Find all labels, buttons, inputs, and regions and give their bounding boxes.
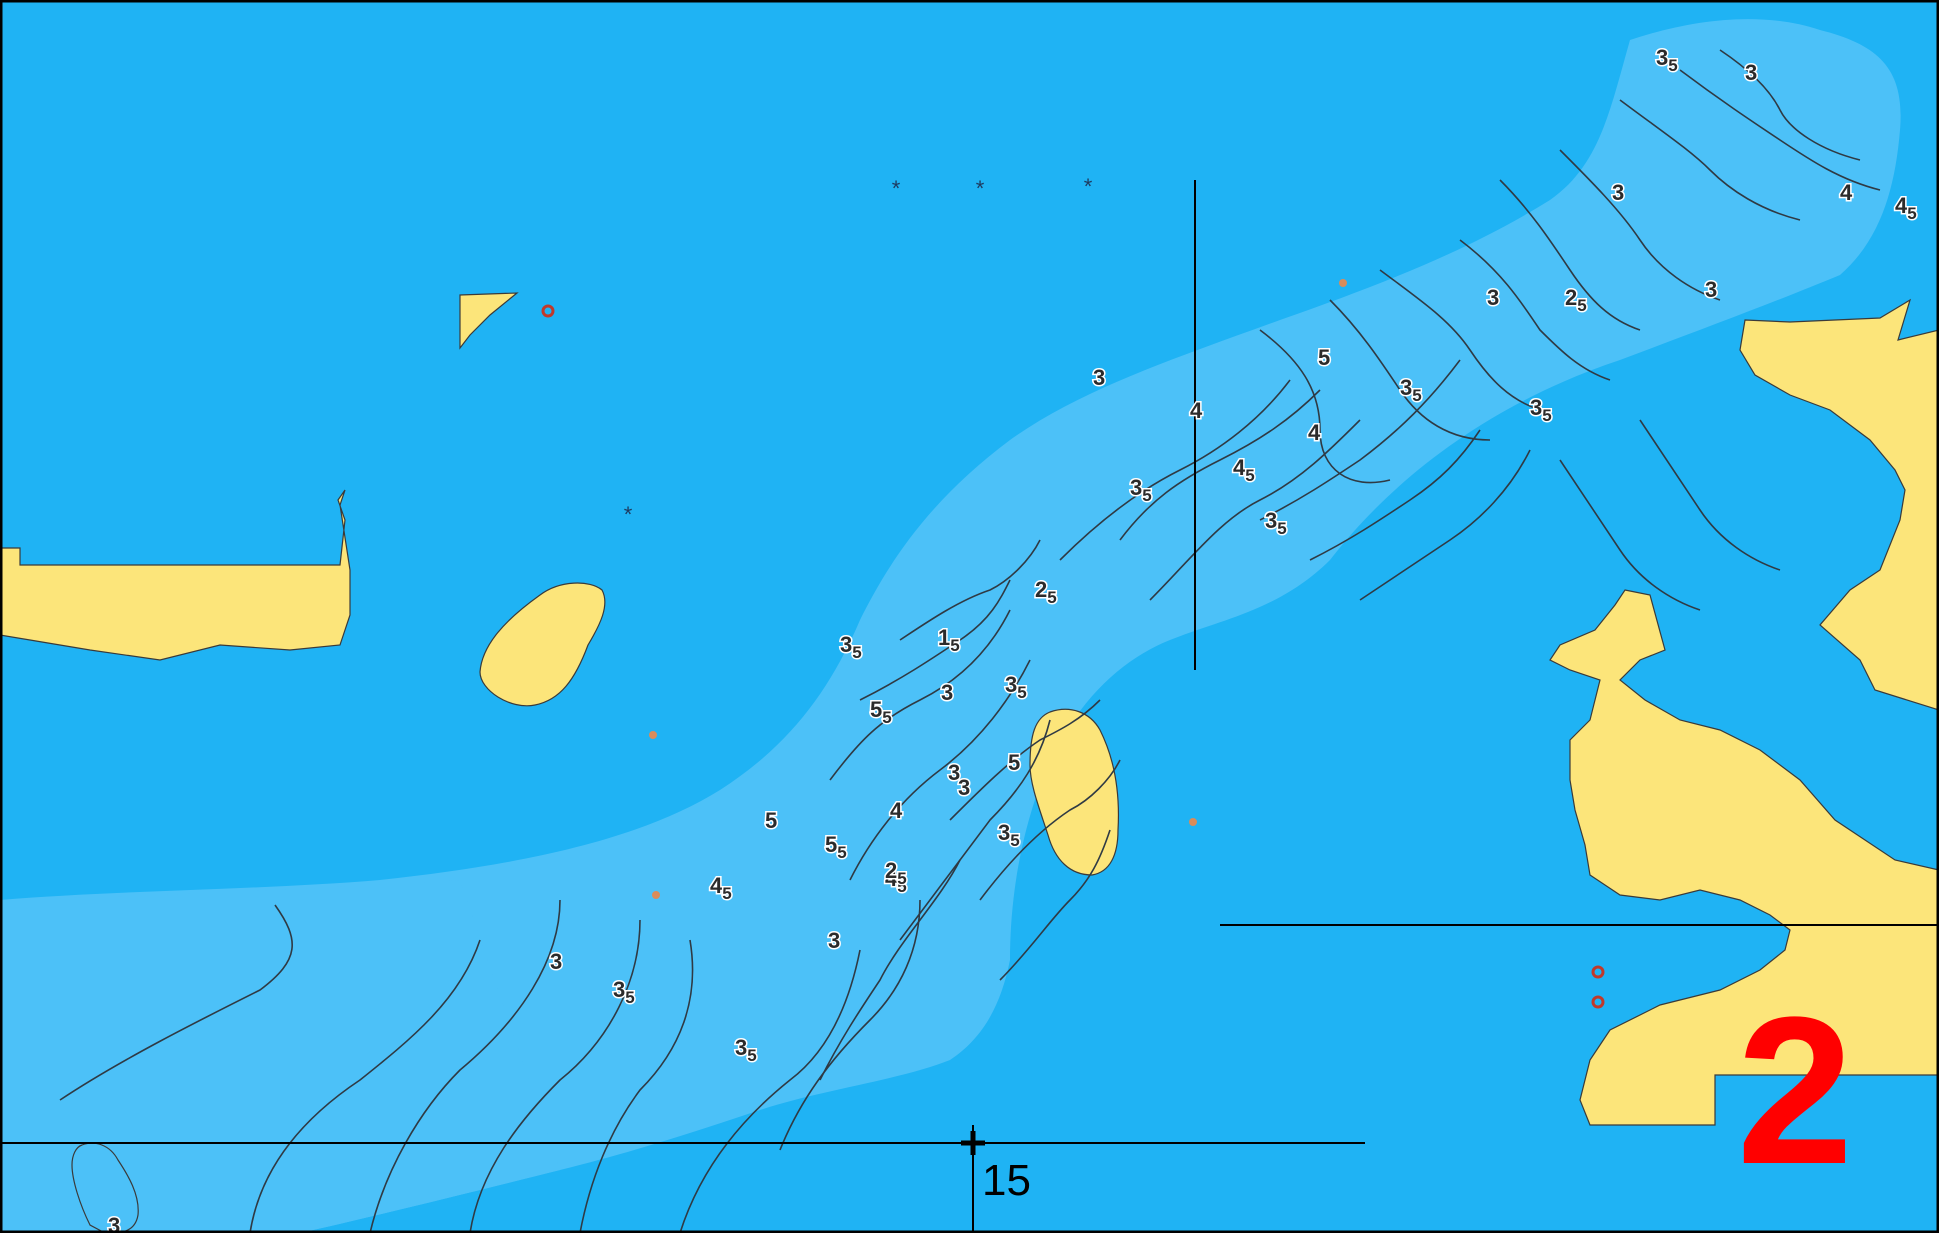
panel-number: 2	[1737, 973, 1854, 1208]
crosshair-icon	[961, 1131, 985, 1155]
depth-sounding: 4	[1190, 398, 1203, 423]
navigation-aids	[541, 279, 1605, 1009]
navaid-light-icon	[541, 304, 555, 318]
rock-star-icon: *	[1084, 174, 1093, 199]
navaid-light-icon	[1339, 279, 1347, 287]
depth-sounding: 5	[1318, 345, 1330, 370]
land-west-islet	[459, 292, 519, 350]
depth-sounding: 3	[941, 680, 953, 705]
shallow-water-bottom	[0, 880, 560, 1233]
depth-sounding: 3	[948, 760, 960, 785]
land-central-island	[479, 582, 606, 707]
navaid-light-icon	[1591, 995, 1605, 1009]
rock-star-icon: *	[976, 176, 985, 201]
depth-sounding: 3	[1745, 60, 1757, 85]
navaid-light-icon	[1591, 965, 1605, 979]
rock-star-icon: *	[892, 176, 901, 201]
depth-sounding: 5	[1008, 750, 1020, 775]
depth-sounding: 3	[108, 1213, 120, 1233]
land-west-peninsula	[0, 489, 351, 661]
depth-sounding: 5	[765, 808, 777, 833]
land-south-island	[1029, 708, 1119, 876]
depth-sounding: 3	[828, 928, 840, 953]
depth-sounding: 3	[1487, 285, 1499, 310]
depth-sounding: 35	[998, 820, 1020, 850]
coordinate-label: 15	[982, 1156, 1031, 1205]
depth-contours	[59, 49, 1881, 1233]
rock-symbols: * * * *	[624, 174, 1093, 527]
depth-sounding: 3	[1705, 277, 1717, 302]
depth-sounding: 4	[1308, 420, 1321, 445]
depth-sounding: 4	[1840, 180, 1853, 205]
navaid-light-icon	[649, 731, 657, 739]
land-east-headland	[1549, 589, 1939, 1126]
navaid-light-icon	[652, 891, 660, 899]
navaid-light-icon	[1189, 818, 1197, 826]
land-east-coast	[1739, 298, 1939, 711]
depth-sounding: 3	[1612, 180, 1624, 205]
rock-star-icon: *	[624, 502, 633, 527]
depth-sounding: 3	[550, 949, 562, 974]
depth-sounding: 3	[958, 775, 970, 800]
depth-sounding: 4	[890, 798, 903, 823]
depth-sounding: 3	[1093, 365, 1105, 390]
